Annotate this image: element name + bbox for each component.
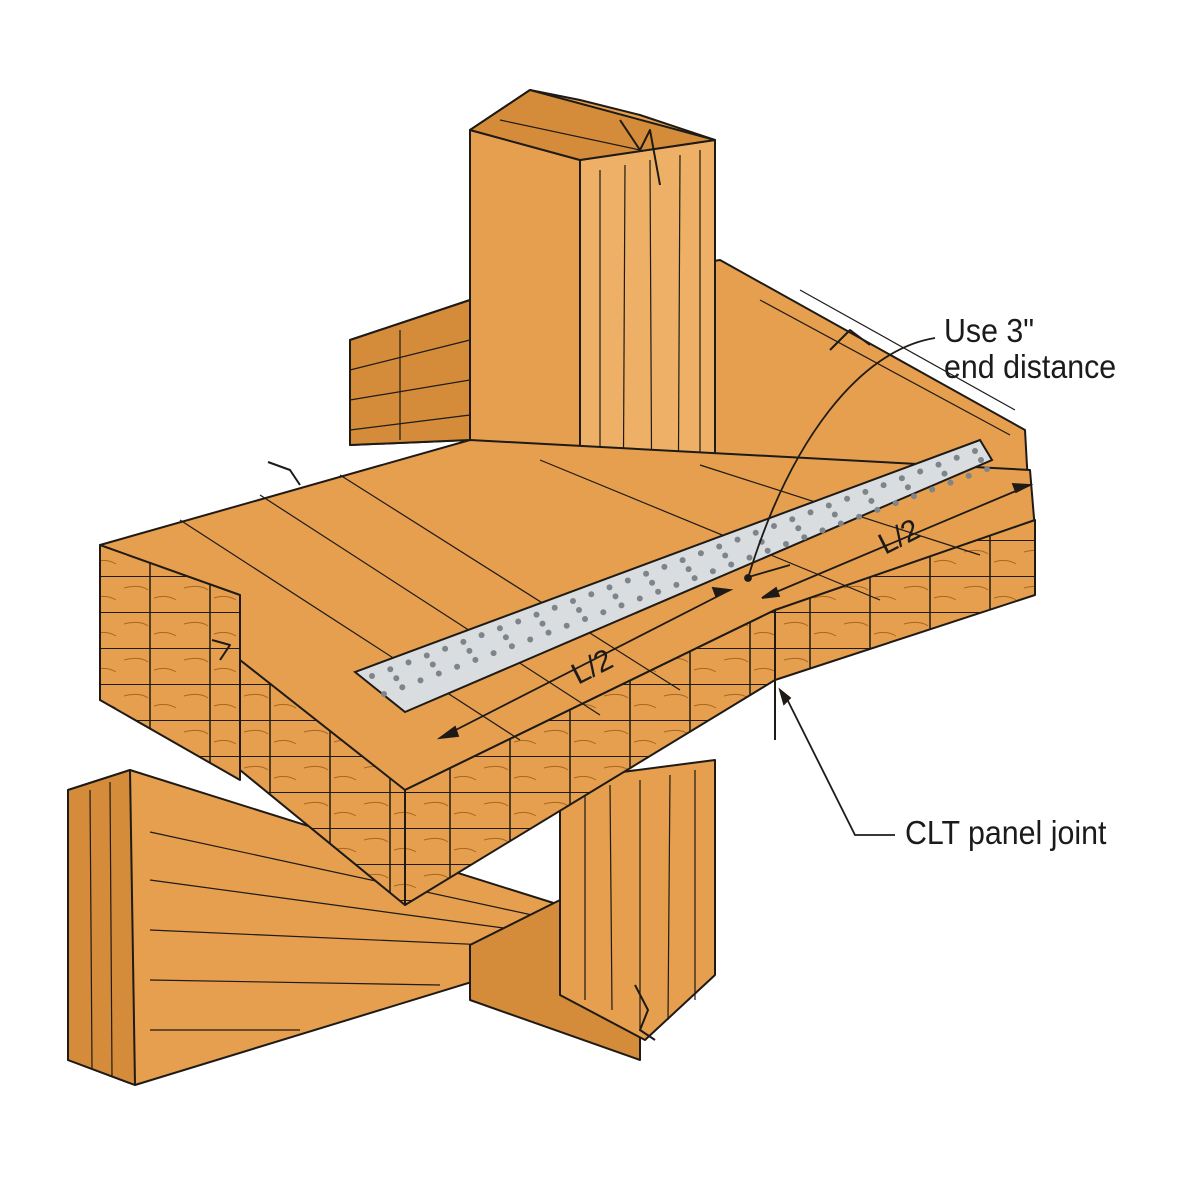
strap-nail-hole [825,502,832,509]
strap-nail-hole [655,588,662,595]
panel-joint-callout: CLT panel joint [905,814,1107,851]
strap-nail-hole [874,506,881,513]
strap-nail-hole [588,591,595,598]
strap-nail-hole [508,643,515,650]
strap-nail-hole [545,629,552,636]
end-distance-line2: end distance [944,348,1117,385]
strap-nail-hole [898,475,905,482]
strap-nail-hole [502,634,509,641]
strap-nail-hole [929,486,936,493]
strap-nail-hole [576,607,582,613]
strap-nail-hole [649,579,656,586]
strap-nail-hole [399,684,406,691]
strap-nail-hole [856,513,863,520]
strap-nail-hole [831,511,838,518]
strap-nail-hole [844,495,851,502]
strap-nail-hole [515,618,522,625]
strap-nail-hole [612,593,619,600]
strap-nail-hole [381,691,387,697]
strap-nail-hole [789,516,796,523]
strap-nail-hole [965,472,972,479]
strap-nail-hole [472,656,479,663]
strap-nail-hole [984,466,990,472]
strap-nail-hole [527,636,534,643]
leader-lines [744,337,936,836]
strap-nail-hole [661,563,668,570]
end-distance-line1: Use 3" [944,312,1035,349]
strap-nail-hole [496,625,503,632]
strap-nail-hole [460,638,467,645]
strap-nail-hole [795,525,802,532]
strap-nail-hole [606,584,613,591]
strap-nail-hole [478,632,485,639]
strap-nail-hole [490,650,497,657]
strap-nail-hole [752,529,759,536]
strap-nail-hole [819,527,826,534]
strap-nail-hole [539,620,546,627]
strap-nail-hole [734,536,741,543]
strap-nail-hole [868,497,875,504]
strap-nail-hole [405,659,412,666]
strap-nail-hole [624,577,631,584]
strap-nail-hole [435,670,442,677]
strap-nail-hole [393,675,400,682]
strap-nail-hole [582,616,588,622]
strap-nail-hole [417,677,424,684]
strap-nail-hole [563,622,570,629]
end-distance-callout: Use 3" end distance [944,313,1116,385]
strap-nail-hole [783,541,789,547]
strap-nail-hole [807,509,814,516]
strap-nail-hole [369,673,375,679]
strap-nail-hole [533,611,540,618]
strap-nail-hole [570,598,576,604]
strap-nail-hole [972,448,978,454]
strap-nail-hole [722,552,729,559]
strap-nail-hole [679,557,686,564]
strap-nail-hole [892,500,899,507]
lower-beam [67,769,561,1086]
strap-nail-hole [454,663,461,670]
strap-nail-hole [953,454,960,461]
strap-nail-hole [673,581,680,588]
strap-nail-hole [837,520,844,527]
strap-nail-hole [716,543,723,550]
strap-nail-hole [910,493,917,500]
strap-nail-hole [880,482,887,489]
strap-nail-hole [442,645,449,652]
strap-nail-hole [935,461,942,468]
dimension-lines [436,483,1034,740]
strap-nail-hole [862,488,869,495]
strap-nail-hole [746,554,753,561]
strap-nail-hole [709,568,716,575]
strap-nail-hole [764,547,771,554]
strap-nail-hole [941,470,948,477]
strap-nail-hole [429,661,436,668]
strap-nail-hole [423,652,430,659]
strap-nail-hole [697,550,704,557]
strap-nail-hole [387,666,394,673]
strap-nail-hole [636,595,643,602]
strap-nail-hole [978,457,984,463]
strap-nail-hole [600,609,607,616]
strap-nail-hole [643,570,650,577]
strap-nail-hole [728,561,735,568]
strap-nail-hole [691,575,698,582]
strap-nail-hole [618,602,625,609]
strap-nail-hole [685,566,692,573]
strap-nail-hole [917,468,924,475]
lower-post [469,759,716,1061]
strap-nail-hole [904,484,911,491]
steel-strap [352,438,994,714]
strap-nail-hole [771,523,777,529]
strap-nail-hole [466,647,473,654]
strap-nail-hole [801,534,808,541]
strap-nail-hole [947,479,954,486]
strap-nail-hole [551,604,558,611]
